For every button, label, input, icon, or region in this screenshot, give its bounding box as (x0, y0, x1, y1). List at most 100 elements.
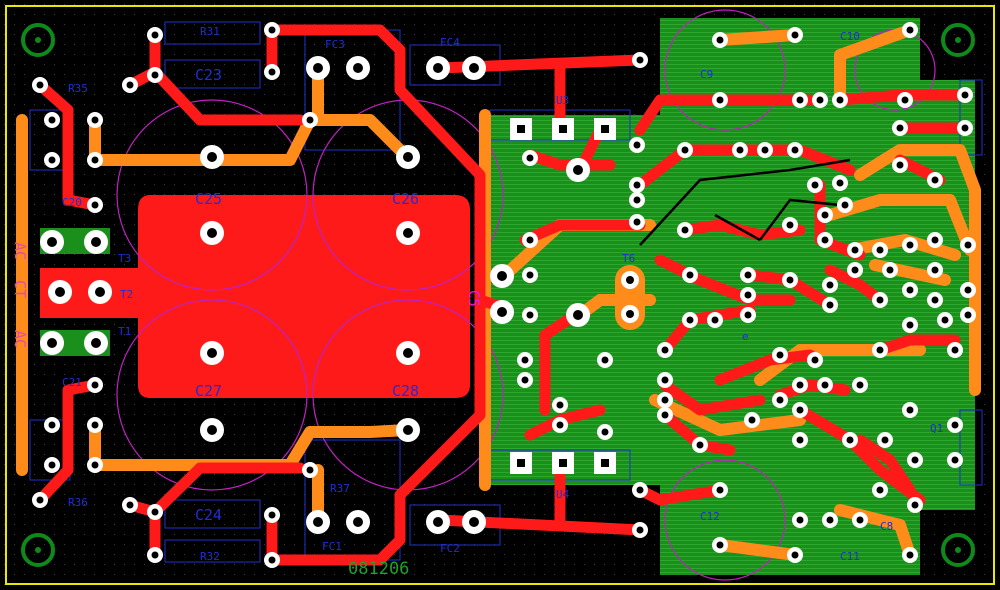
pad-hole (268, 511, 276, 519)
pad-hole (469, 63, 479, 73)
large-copper-pour (138, 195, 470, 398)
pad-hole (207, 425, 217, 435)
pad-hole (906, 241, 914, 249)
label-r32: R32 (200, 550, 220, 563)
signal-tracks (639, 158, 851, 246)
pad-hole (811, 356, 819, 364)
pad-hole (48, 116, 56, 124)
pad-hole (761, 146, 769, 154)
pad-hole (126, 501, 134, 509)
pad-hole (961, 91, 969, 99)
pad-hole (636, 526, 644, 534)
pad-hole (876, 296, 884, 304)
pad-hole (744, 271, 752, 279)
label-c23: C23 (195, 66, 222, 84)
pad-hole (433, 517, 443, 527)
pad-hole (896, 161, 904, 169)
pad-hole (826, 281, 834, 289)
pad-hole (716, 541, 724, 549)
pad-hole (556, 421, 564, 429)
pad-hole (91, 201, 99, 209)
pad-hole (661, 346, 669, 354)
pad-hole (886, 266, 894, 274)
pad-hole (906, 286, 914, 294)
pad-hole (961, 124, 969, 132)
pad-hole (55, 287, 65, 297)
pad-hole (151, 31, 159, 39)
pad-hole (744, 311, 752, 319)
pad-hole (716, 486, 724, 494)
pad-hole (526, 154, 534, 162)
pad-hole (686, 271, 694, 279)
label-c12: C12 (700, 510, 720, 523)
label-t1: T1 (118, 325, 131, 338)
pad-hole (556, 401, 564, 409)
pad-hole (906, 321, 914, 329)
label-u3: U3 (556, 94, 569, 107)
pad-hole (526, 311, 534, 319)
pad-hole (744, 291, 752, 299)
pad-hole (681, 226, 689, 234)
pad-hole (876, 486, 884, 494)
pad-hole (353, 63, 363, 73)
pad-hole (661, 376, 669, 384)
label-ct: CT (11, 280, 29, 298)
pad-hole (696, 441, 704, 449)
pad-hole (951, 346, 959, 354)
pad-hole (931, 266, 939, 274)
pad-hole (91, 116, 99, 124)
pad-hole (951, 456, 959, 464)
label-fc4: FC4 (440, 36, 460, 49)
pad-hole (876, 346, 884, 354)
label-fc1: FC1 (322, 540, 342, 553)
pad-hole (95, 287, 105, 297)
pad-hole (686, 316, 694, 324)
label-c10: C10 (840, 30, 860, 43)
pad-hole (796, 406, 804, 414)
pad-hole (661, 411, 669, 419)
pad-hole (906, 551, 914, 559)
pad-hole (931, 176, 939, 184)
pad-hole (911, 456, 919, 464)
pad-hole (306, 466, 314, 474)
pad-hole (896, 124, 904, 132)
pad-hole (633, 141, 641, 149)
pad-hole (821, 381, 829, 389)
pad-hole (47, 338, 57, 348)
pad-hole (931, 236, 939, 244)
pad-hole (796, 436, 804, 444)
pad-hole (836, 96, 844, 104)
label-c26: C26 (392, 190, 419, 208)
pad-hole (91, 156, 99, 164)
pad-hole (636, 56, 644, 64)
label-u4: U4 (556, 488, 570, 501)
pad-hole (841, 201, 849, 209)
pad-hole (661, 396, 669, 404)
pad-hole (851, 246, 859, 254)
pad-hole (521, 376, 529, 384)
pad-hole (433, 63, 443, 73)
pad-hole (791, 551, 799, 559)
pad-hole (826, 301, 834, 309)
pad-hole (633, 218, 641, 226)
label-side-marker: C5 (465, 290, 481, 307)
pad-hole (821, 236, 829, 244)
pad-hole (796, 516, 804, 524)
label-r35: R35 (68, 82, 88, 95)
pad-hole (736, 146, 744, 154)
pad-hole (91, 237, 101, 247)
pad-hole (851, 266, 859, 274)
pad-hole (816, 96, 824, 104)
pad-hole (776, 396, 784, 404)
label-q1: Q1 (930, 422, 943, 435)
pad-hole (826, 516, 834, 524)
pad-hole (951, 421, 959, 429)
pad-hole (403, 228, 413, 238)
pad-hole (964, 241, 972, 249)
label-c27: C27 (195, 382, 222, 400)
pad-hole (207, 348, 217, 358)
label-r37: R37 (330, 482, 350, 495)
pad-hole (901, 96, 909, 104)
pad-hole (776, 351, 784, 359)
